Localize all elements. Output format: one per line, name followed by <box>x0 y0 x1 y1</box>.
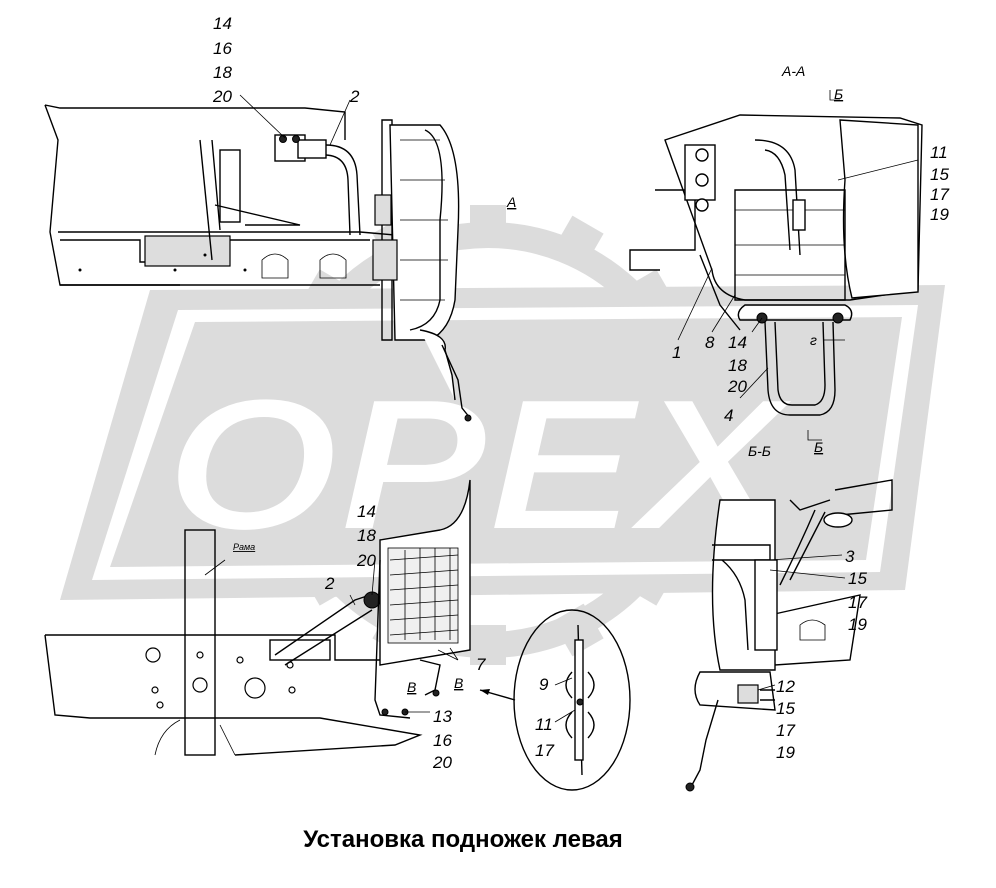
callout-bb-19: 19 <box>848 615 867 634</box>
callout-19: 19 <box>930 205 949 224</box>
view-a-label: А <box>506 194 516 210</box>
callout-9: 9 <box>539 675 549 694</box>
callout-aa-18: 18 <box>728 356 747 375</box>
callout-bb-17: 17 <box>848 593 867 612</box>
detail-oval-view <box>479 609 631 791</box>
watermark-text: OPEX <box>165 359 797 571</box>
callout-17: 17 <box>930 185 949 204</box>
top-left-view <box>44 104 472 422</box>
callout-1: 1 <box>672 343 681 362</box>
callout-aa-14: 14 <box>728 333 747 352</box>
bottom-left-view <box>44 479 471 756</box>
cut-g-label: г <box>810 332 817 348</box>
callout-14: 14 <box>213 14 232 33</box>
callout-16: 16 <box>213 39 232 58</box>
cut-b-bottom-label: Б <box>814 439 823 455</box>
callout-7: 7 <box>476 655 486 674</box>
leader-lines <box>239 94 919 723</box>
callout-labels: 14 16 18 20 2 11 15 17 19 1 8 14 18 20 4… <box>212 14 949 772</box>
callout-15: 15 <box>930 165 949 184</box>
cut-v-right-label: В <box>454 675 463 691</box>
callout-bl-20: 20 <box>356 551 376 570</box>
callout-bb-15b: 15 <box>776 699 795 718</box>
callout-bb-19b: 19 <box>776 743 795 762</box>
frame-rail-top <box>44 104 346 140</box>
cut-b-top-label: Б <box>834 86 843 102</box>
section-bb-view <box>685 479 893 792</box>
frame-label: Рама <box>233 542 255 552</box>
callout-4: 4 <box>724 406 733 425</box>
cut-v-left-label: В <box>407 679 416 695</box>
callout-8: 8 <box>705 333 715 352</box>
callout-detail-11: 11 <box>535 715 553 734</box>
callout-bb-17b: 17 <box>776 721 795 740</box>
watermark-logo: OPEX <box>60 205 945 665</box>
callout-18: 18 <box>213 63 232 82</box>
callout-bl-20b: 20 <box>432 753 452 772</box>
callout-12: 12 <box>776 677 795 696</box>
section-bb-label: Б-Б <box>748 443 771 459</box>
callout-detail-17: 17 <box>535 741 554 760</box>
callout-3: 3 <box>845 547 855 566</box>
callout-bl-16: 16 <box>433 731 452 750</box>
callout-13: 13 <box>433 707 452 726</box>
callout-bl-18: 18 <box>357 526 376 545</box>
callout-2: 2 <box>349 87 360 106</box>
section-aa-label: А-А <box>781 63 805 79</box>
callout-20: 20 <box>212 87 232 106</box>
callout-bb-15: 15 <box>848 569 867 588</box>
callout-bl-14: 14 <box>357 502 376 521</box>
callout-11: 11 <box>930 143 948 162</box>
callout-aa-20: 20 <box>727 377 747 396</box>
drawing-caption: Установка подножек левая <box>303 826 623 853</box>
section-labels: А А-А Б Б Б-Б г В В Рама <box>233 63 843 695</box>
callout-bl-2: 2 <box>324 574 335 593</box>
